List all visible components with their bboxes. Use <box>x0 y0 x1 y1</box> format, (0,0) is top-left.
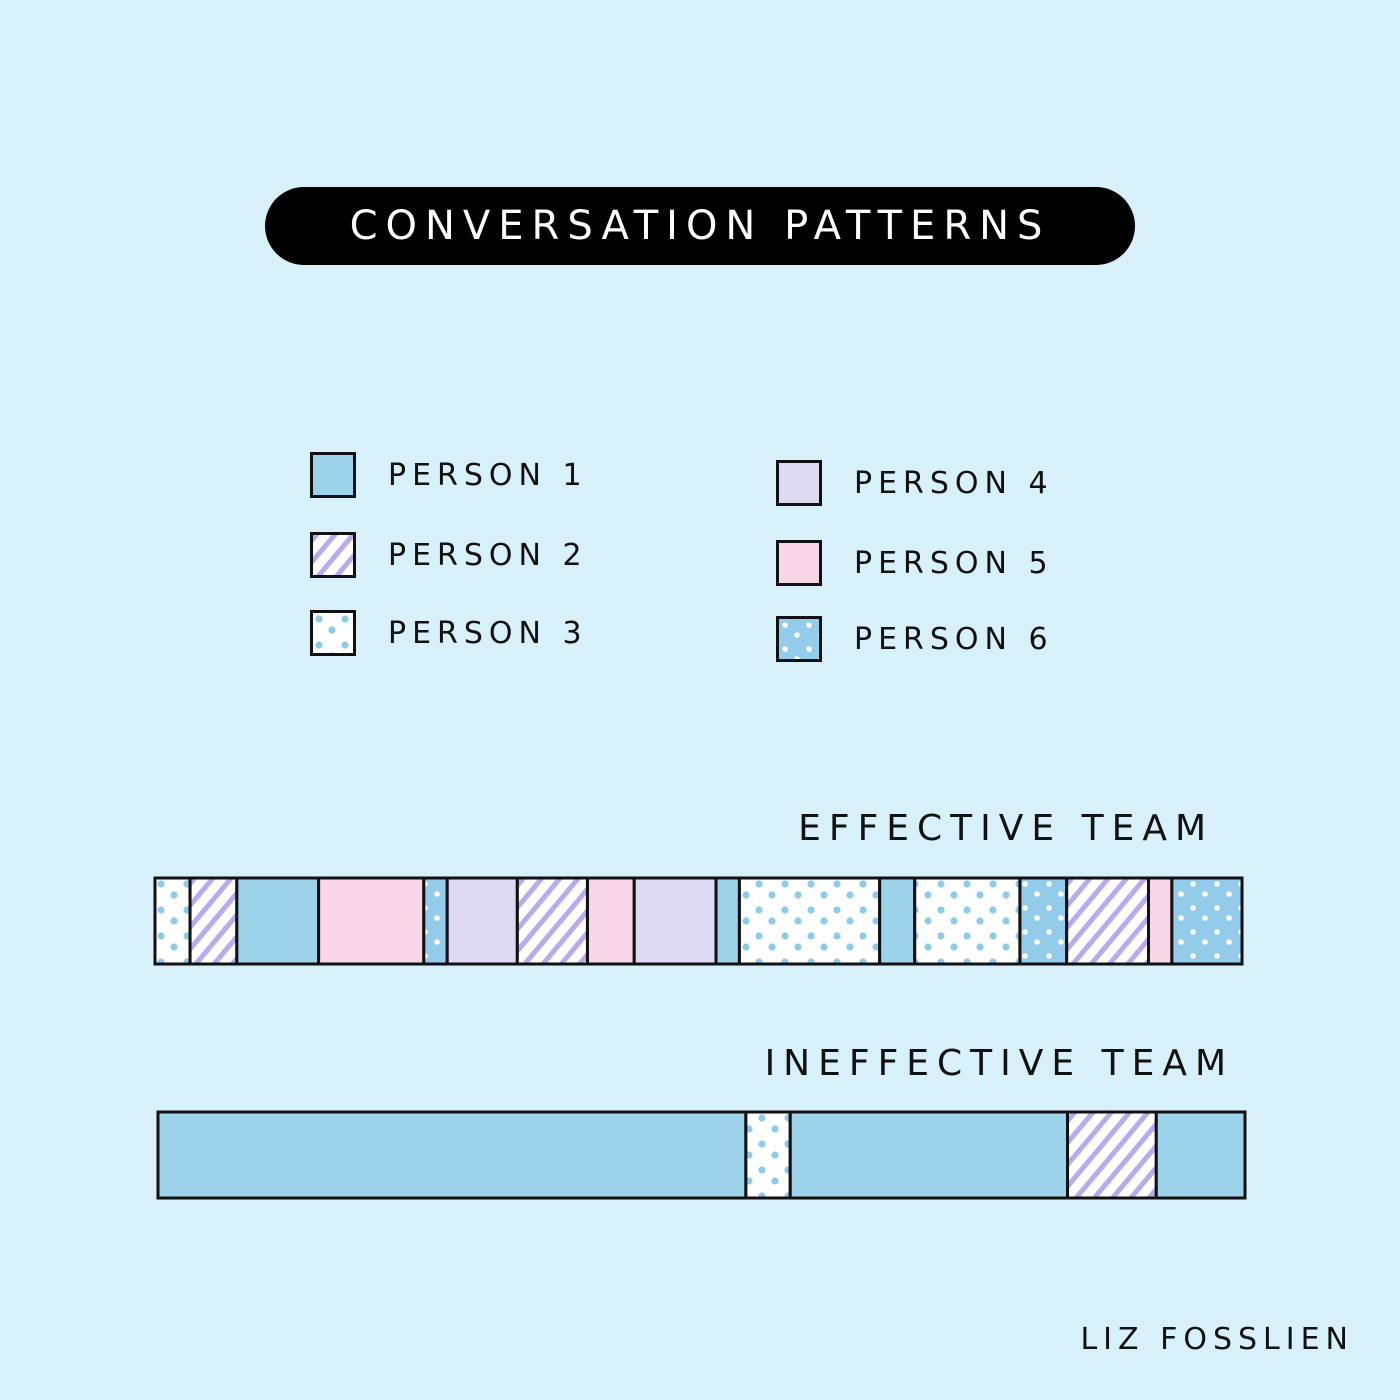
legend-label: PERSON 4 <box>854 465 1054 501</box>
swatch-person-1 <box>310 452 356 498</box>
bar-segment-person-4 <box>632 876 718 966</box>
bar-segment-person-1 <box>156 1110 748 1200</box>
legend-label: PERSON 6 <box>854 621 1054 657</box>
ineffective-team-label: INEFFECTIVE TEAM <box>764 1043 1234 1084</box>
bar-segment-person-1 <box>788 1110 1070 1200</box>
title-pill: CONVERSATION PATTERNS <box>265 187 1135 265</box>
bar-segment-person-2 <box>515 876 589 966</box>
bar-segment-person-5 <box>585 876 636 966</box>
swatch-person-5 <box>776 540 822 586</box>
legend-label: PERSON 2 <box>388 537 588 573</box>
swatch-person-4 <box>776 460 822 506</box>
swatch-person-2 <box>310 532 356 578</box>
bar-segment-person-3 <box>737 876 882 966</box>
bar-segment-person-5 <box>1146 876 1174 966</box>
bar-segment-person-1 <box>1154 1110 1247 1200</box>
legend-label: PERSON 5 <box>854 545 1054 581</box>
bar-segment-person-6 <box>1170 876 1244 966</box>
bar-segment-person-3 <box>153 876 192 966</box>
bar-segment-person-2 <box>188 876 239 966</box>
bar-segment-person-2 <box>1066 1110 1158 1200</box>
swatch-person-6 <box>776 616 822 662</box>
swatch-person-3 <box>310 610 356 656</box>
legend-item-person-1: PERSON 1 <box>310 450 588 500</box>
legend-label: PERSON 1 <box>388 457 588 493</box>
legend-label: PERSON 3 <box>388 615 588 651</box>
effective-team-bar <box>153 876 1244 966</box>
credit-signature: LIZ FOSSLIEN <box>1080 1322 1354 1357</box>
legend-item-person-5: PERSON 5 <box>776 538 1054 588</box>
bar-segment-person-6 <box>1018 876 1069 966</box>
bar-segment-person-4 <box>445 876 519 966</box>
bar-segment-person-3 <box>744 1110 792 1200</box>
bar-segment-person-1 <box>235 876 321 966</box>
bar-segment-person-6 <box>422 876 449 966</box>
effective-team-label: EFFECTIVE TEAM <box>798 808 1214 849</box>
legend-item-person-4: PERSON 4 <box>776 458 1054 508</box>
bar-segment-person-3 <box>913 876 1022 966</box>
ineffective-team-bar <box>156 1110 1247 1200</box>
bar-segment-person-2 <box>1065 876 1150 966</box>
bar-segment-person-1 <box>878 876 917 966</box>
legend-item-person-3: PERSON 3 <box>310 608 588 658</box>
bar-segment-person-5 <box>317 876 426 966</box>
page-title: CONVERSATION PATTERNS <box>349 203 1051 249</box>
bar-segment-person-1 <box>714 876 741 966</box>
legend-item-person-6: PERSON 6 <box>776 614 1054 664</box>
legend-item-person-2: PERSON 2 <box>310 530 588 580</box>
